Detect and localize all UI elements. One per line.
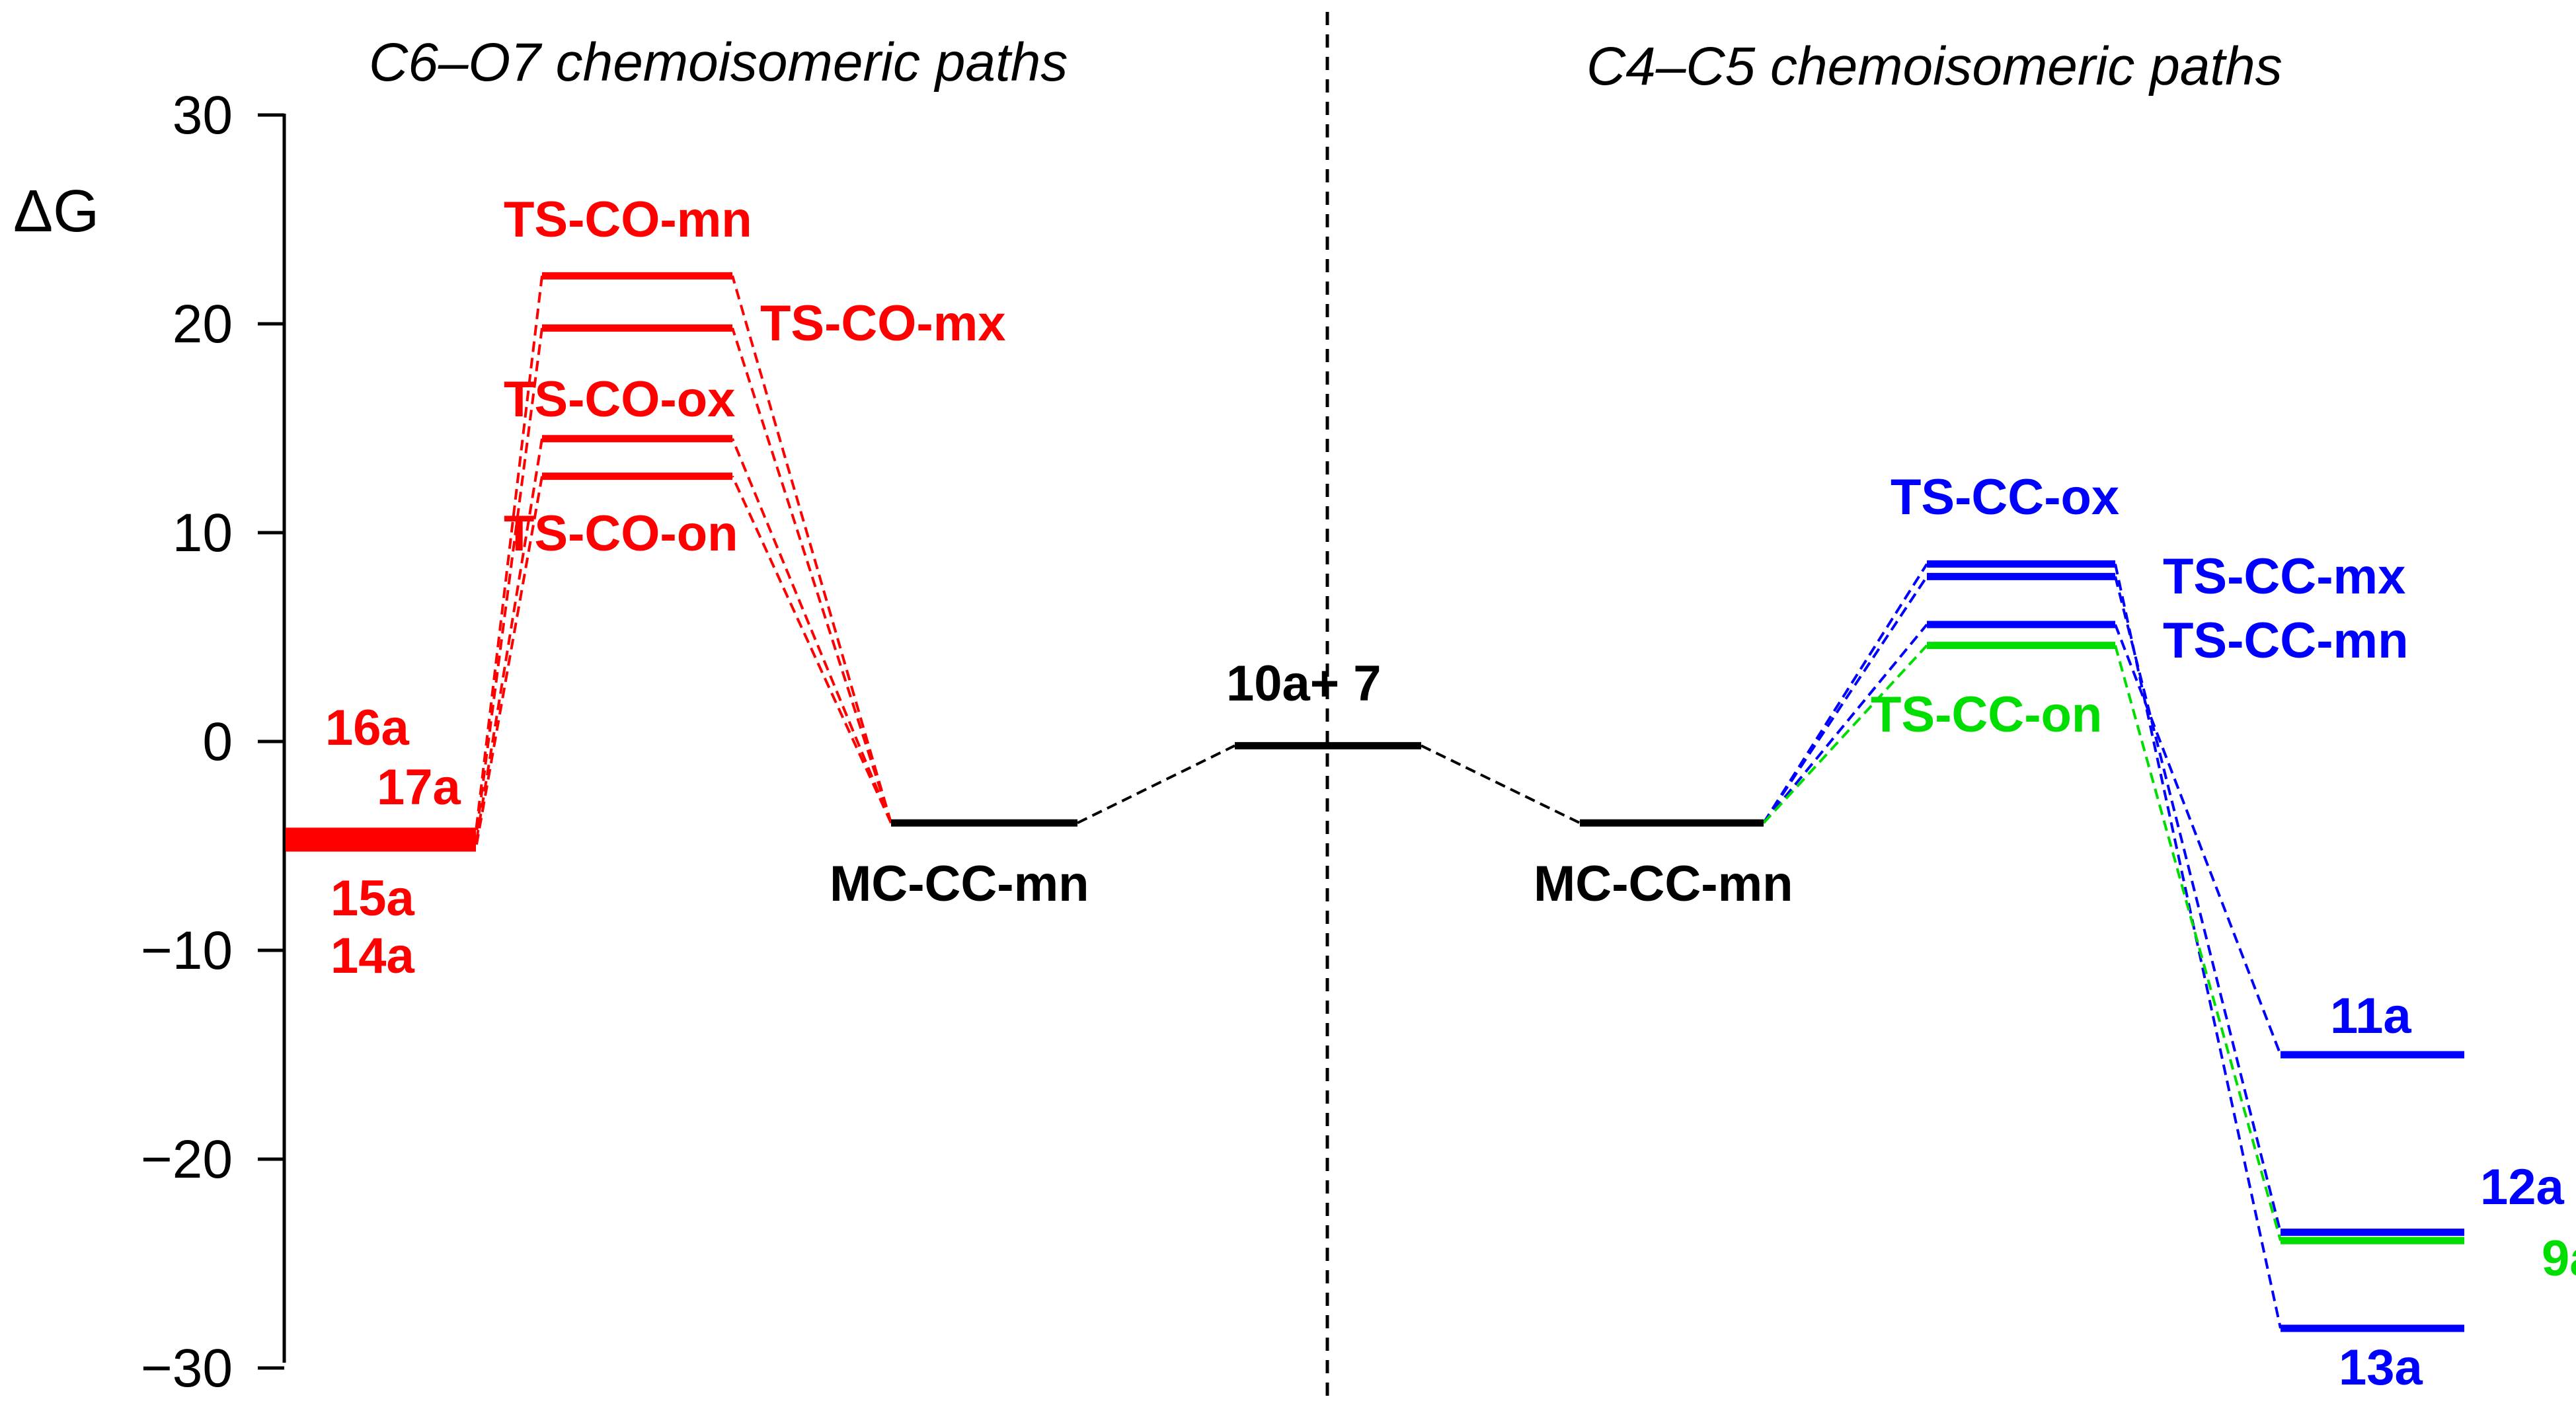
connector-mc-to-ts-cc-mn: [1762, 623, 1928, 824]
label-ts-co-mx: TS-CO-mx: [760, 295, 1006, 352]
y-axis-ticks: 30 20 10 0 −10 −20 −30: [141, 85, 284, 1398]
connector-ts-co-mx-to-p17a: [475, 328, 543, 838]
label-p9a: 9a: [2542, 1231, 2576, 1287]
label-ts-cc-mn: TS-CC-mn: [2163, 613, 2409, 669]
level-labels: 10a+ 7 MC-CC-mn MC-CC-mn TS-CO-mnTS-CO-mxTS…: [325, 192, 2576, 1396]
y-tick-label: 30: [173, 85, 233, 145]
connector-mc-to-reactants: [1077, 744, 1235, 825]
right-section-title: C4–C5 chemoisomeric paths: [1586, 36, 2283, 96]
left-section-title: C6–O7 chemoisomeric paths: [369, 32, 1068, 93]
connector-lines: [475, 275, 2282, 1329]
label-ts-co-mn: TS-CO-mn: [504, 192, 752, 248]
y-axis-title: ΔG: [13, 178, 99, 245]
y-tick-label: 10: [173, 503, 233, 563]
label-p13a: 13a: [2339, 1340, 2423, 1396]
label-mc-right: MC-CC-mn: [1534, 856, 1793, 912]
connector-reactants-to-mc: [1421, 744, 1581, 825]
connector-ts-cc-mn-to-p11a: [2114, 624, 2282, 1055]
y-tick-label: −30: [141, 1338, 233, 1398]
label-p16a: 16a: [325, 700, 410, 756]
connector-mc-to-ts-co-on: [731, 475, 892, 824]
label-p17a: 17a: [377, 759, 461, 816]
connector-mc-to-ts-co-ox: [731, 438, 892, 824]
connector-ts-co-ox-to-p15a: [475, 438, 543, 845]
connector-ts-co-mn-to-p16a: [475, 276, 543, 832]
label-ts-cc-ox: TS-CC-ox: [1891, 469, 2119, 525]
energy-levels: [286, 272, 2464, 1332]
label-mc-left: MC-CC-mn: [830, 856, 1089, 912]
label-ts-co-on: TS-CO-on: [504, 506, 738, 562]
label-p15a: 15a: [331, 870, 415, 927]
connector-ts-cc-mx-to-p12a: [2114, 576, 2282, 1233]
label-ts-cc-mx: TS-CC-mx: [2163, 549, 2405, 605]
connector-ts-cc-ox-to-p13a: [2114, 563, 2282, 1329]
y-axis: 30 20 10 0 −10 −20 −30 ΔG: [13, 85, 286, 1398]
connector-mc-to-ts-cc-on: [1762, 644, 1928, 824]
label-ts-cc-on: TS-CC-on: [1871, 687, 2102, 743]
connector-mc-to-ts-co-mx: [731, 327, 892, 823]
label-p12a: 12a: [2480, 1159, 2565, 1215]
label-reactants: 10a+ 7: [1226, 656, 1382, 712]
y-tick-label: −10: [141, 921, 233, 981]
label-ts-co-ox: TS-CO-ox: [504, 371, 735, 428]
connector-ts-cc-on-to-p9a: [2114, 645, 2282, 1241]
label-p11a: 11a: [2330, 988, 2411, 1044]
y-tick-label: 0: [202, 712, 233, 772]
y-tick-label: 20: [173, 294, 233, 354]
connector-ts-co-on-to-p14a: [475, 476, 543, 849]
y-tick-label: −20: [141, 1129, 233, 1190]
label-p14a: 14a: [331, 928, 415, 984]
connector-mc-to-ts-co-mn: [731, 275, 892, 823]
